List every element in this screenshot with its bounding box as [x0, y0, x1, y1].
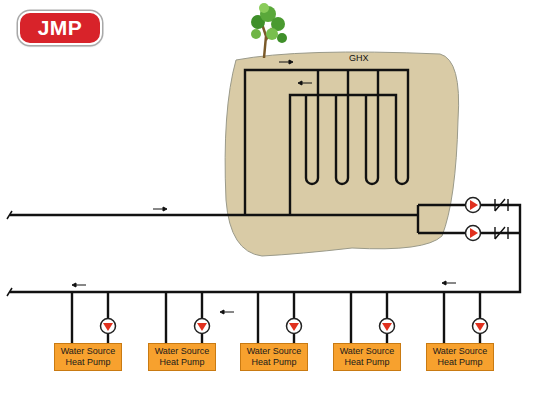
tree	[251, 3, 287, 58]
box-label: Water Source Heat Pump	[244, 346, 304, 368]
heat-pump-box: Water Source Heat Pump	[426, 343, 494, 371]
circulation-pump	[466, 198, 481, 213]
region-label: GHX	[348, 53, 370, 63]
check-valve	[495, 199, 508, 239]
branch-pump	[380, 319, 395, 334]
logo-text: JMP	[38, 16, 83, 40]
branch-pump	[473, 319, 488, 334]
branch-pump	[101, 319, 116, 334]
branch-pump	[195, 319, 210, 334]
box-label: Water Source Heat Pump	[58, 346, 118, 368]
company-logo: JMP	[18, 11, 102, 45]
branch-pump	[287, 319, 302, 334]
circulation-pump	[466, 226, 481, 241]
branch-piping	[72, 292, 480, 343]
box-label: Water Source Heat Pump	[337, 346, 397, 368]
box-label: Water Source Heat Pump	[430, 346, 490, 368]
heat-pump-box: Water Source Heat Pump	[148, 343, 216, 371]
box-label: Water Source Heat Pump	[152, 346, 212, 368]
heat-pump-box: Water Source Heat Pump	[240, 343, 308, 371]
ground-region: GHX	[222, 46, 464, 258]
ground-outline	[222, 46, 464, 258]
heat-pump-box: Water Source Heat Pump	[54, 343, 122, 371]
heat-pump-box: Water Source Heat Pump	[333, 343, 401, 371]
